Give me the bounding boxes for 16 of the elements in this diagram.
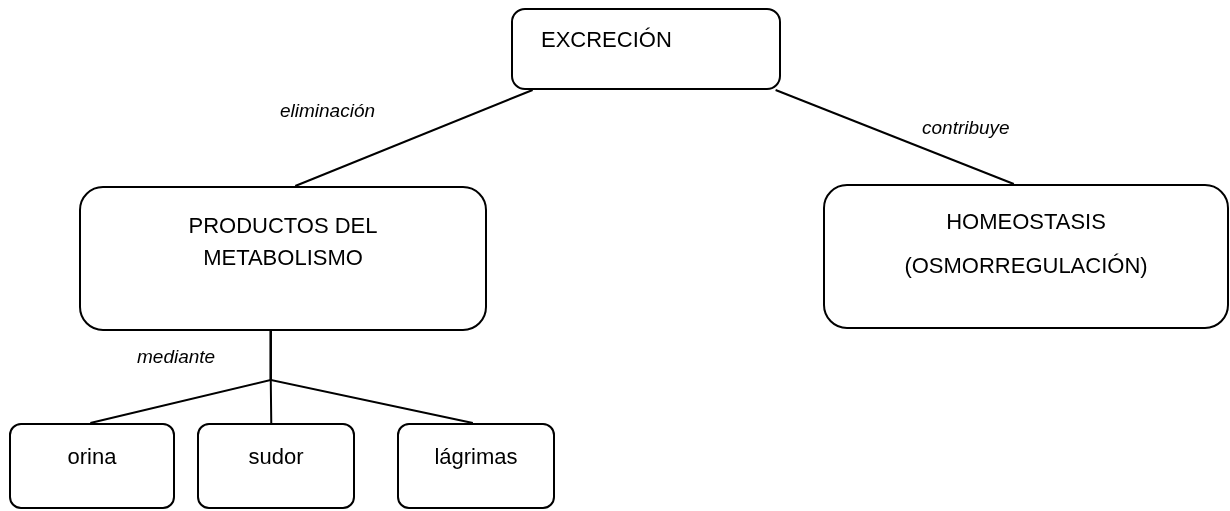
node-text: (OSMORREGULACIÓN) bbox=[904, 251, 1148, 280]
node-text: sudor bbox=[248, 443, 304, 471]
rounded-box bbox=[9, 423, 175, 509]
rounded-box bbox=[397, 423, 555, 509]
node-text: orina bbox=[67, 443, 117, 471]
connector-line bbox=[294, 89, 534, 187]
rounded-box bbox=[511, 8, 781, 90]
connector-line bbox=[269, 330, 474, 424]
rounded-box bbox=[79, 186, 487, 331]
node-text: HOMEOSTASIS bbox=[946, 208, 1106, 236]
node-text: PRODUCTOS DEL METABOLISMO bbox=[187, 212, 379, 272]
node-text: lágrimas bbox=[434, 443, 518, 471]
connector-line bbox=[774, 89, 1015, 185]
rounded-box bbox=[823, 184, 1229, 329]
node-text: EXCRECIÓN bbox=[541, 26, 672, 54]
rounded-box bbox=[197, 423, 355, 509]
